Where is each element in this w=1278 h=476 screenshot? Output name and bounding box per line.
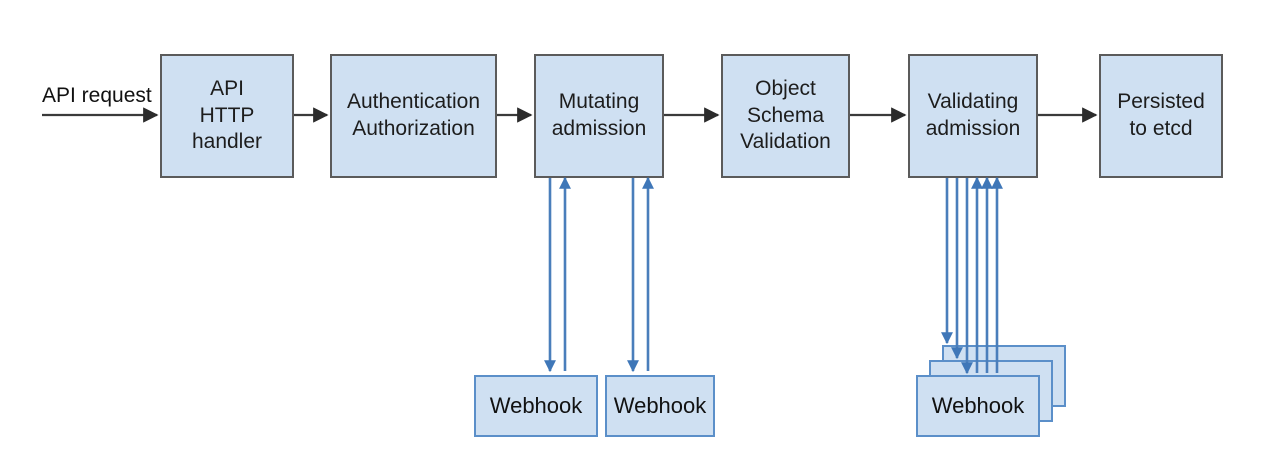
node-object-schema-validation[interactable]: Object Schema Validation: [721, 54, 850, 178]
webhook-mutating-1[interactable]: Webhook: [474, 375, 598, 437]
node-mutating-admission[interactable]: Mutating admission: [534, 54, 664, 178]
node-validating-admission[interactable]: Validating admission: [908, 54, 1038, 178]
mutating-webhook-2-arrows: [627, 176, 654, 373]
webhook-mutating-2[interactable]: Webhook: [605, 375, 715, 437]
node-authentication-authorization[interactable]: Authentication Authorization: [330, 54, 497, 178]
node-persisted-to-etcd[interactable]: Persisted to etcd: [1099, 54, 1223, 178]
mutating-webhook-1-arrows: [544, 176, 571, 373]
api-request-label: API request: [42, 84, 152, 107]
validating-webhook-arrows: [941, 176, 1003, 375]
node-api-http-handler[interactable]: API HTTP handler: [160, 54, 294, 178]
webhook-validating-1[interactable]: Webhook: [916, 375, 1040, 437]
